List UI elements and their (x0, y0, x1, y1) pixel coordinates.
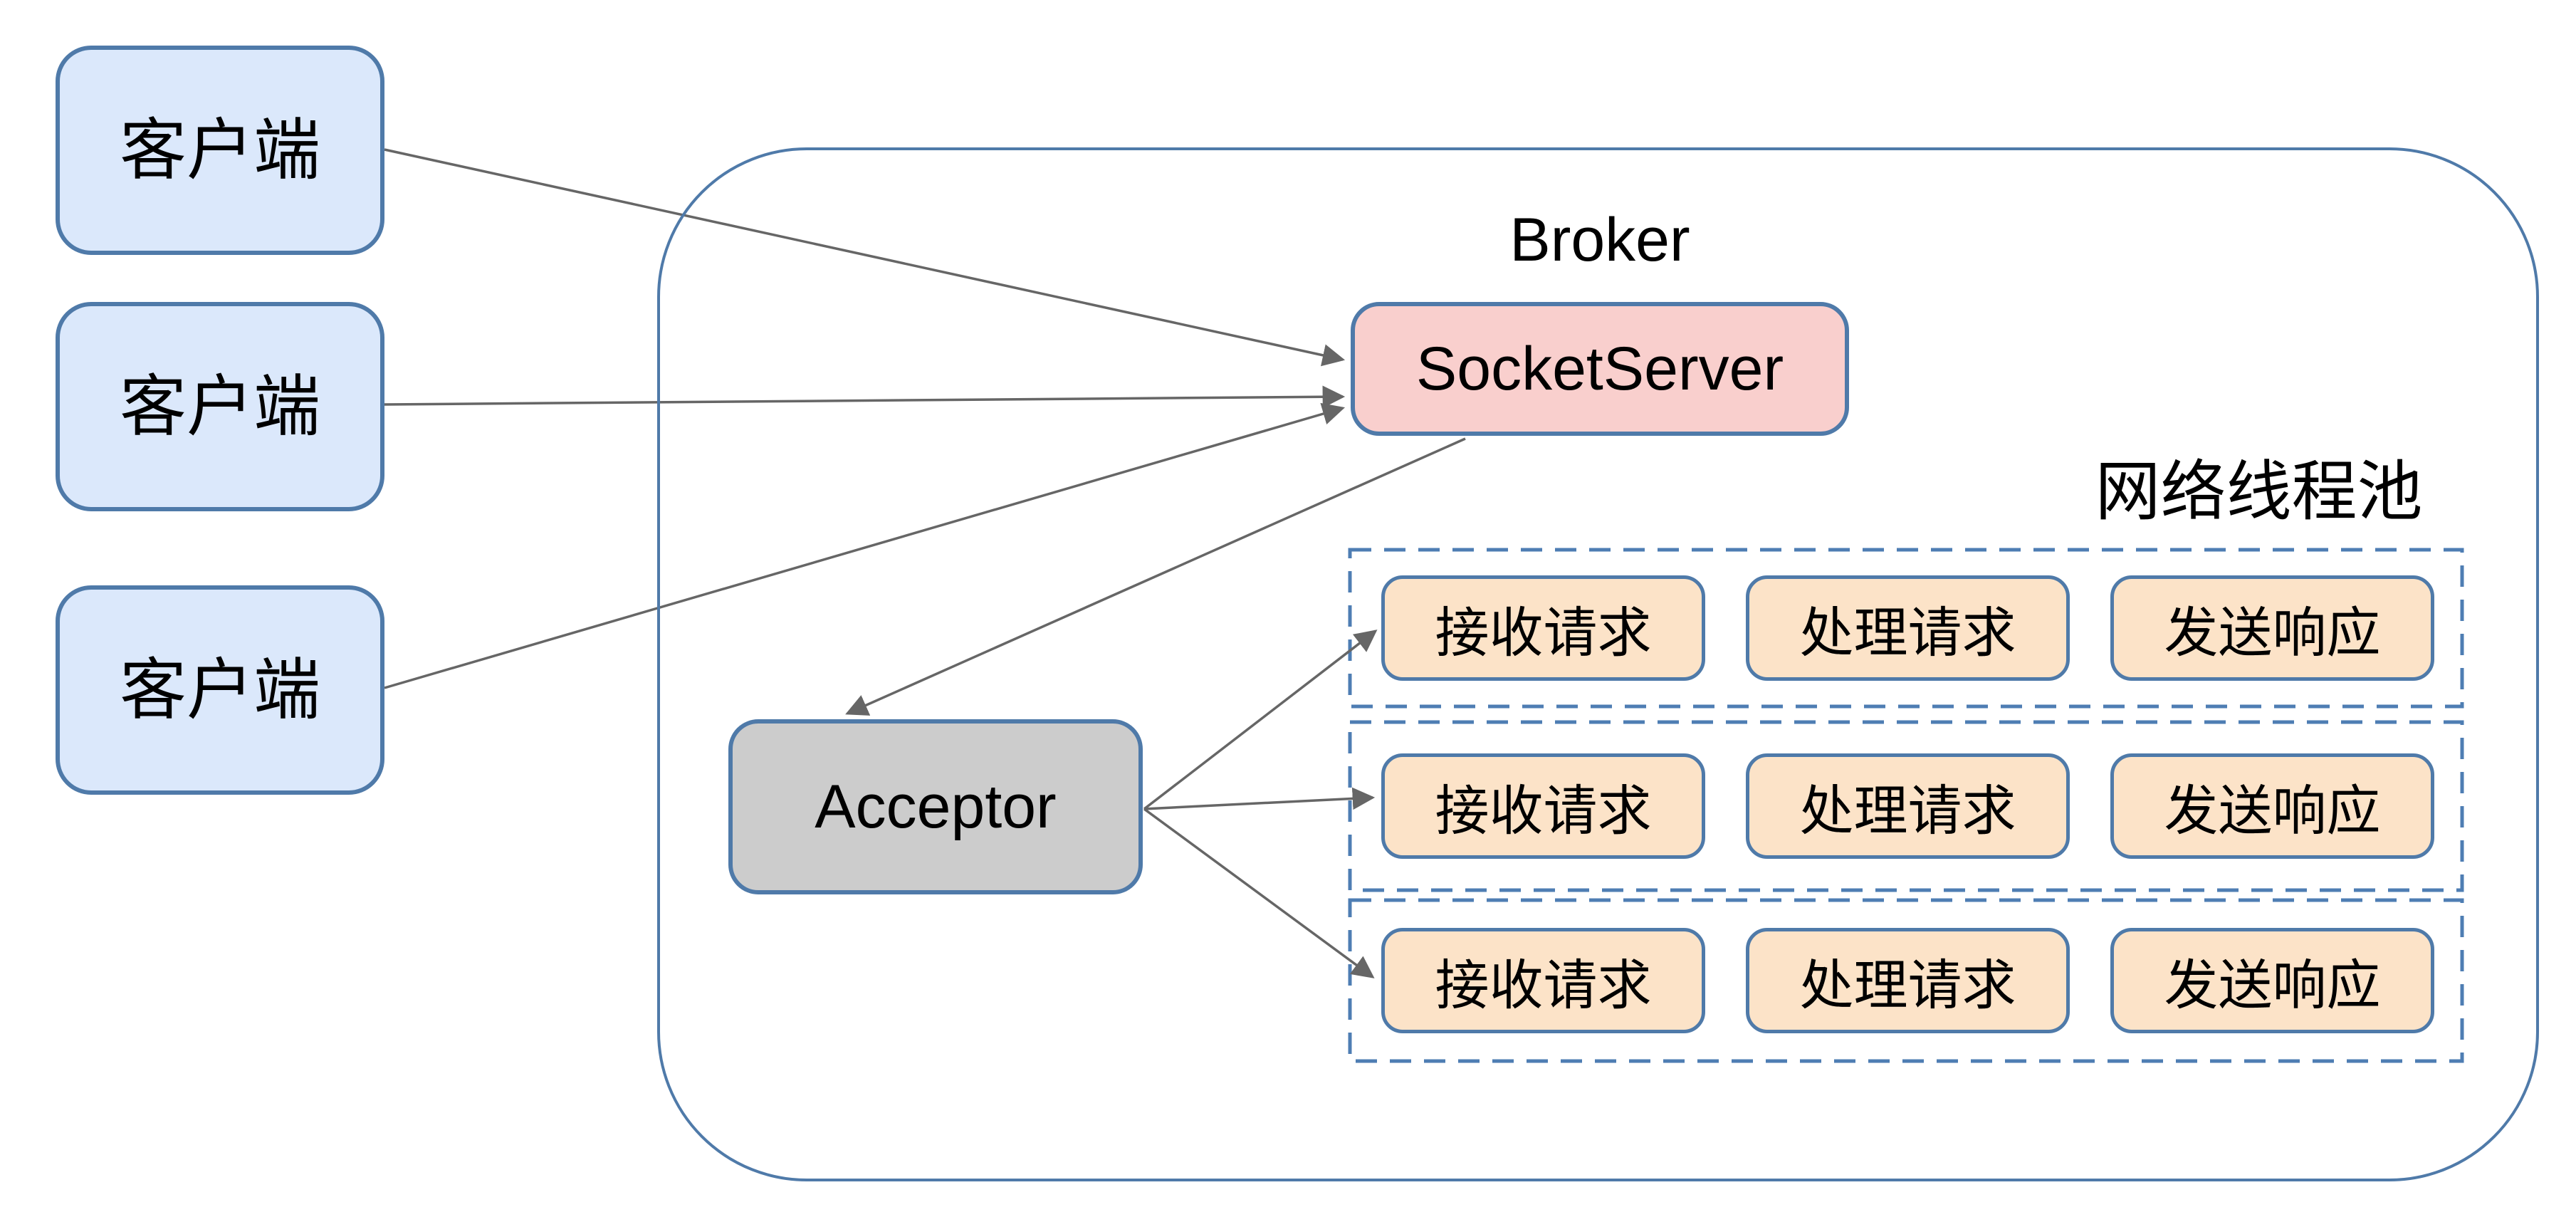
broker-title: Broker (1509, 205, 1690, 274)
step-node-receive-request: 接收请求 (1381, 928, 1705, 1033)
broker-container (657, 147, 2539, 1181)
thread-pool-title: 网络线程池 (2095, 455, 2423, 528)
thread-pool-row-1: 接收请求 处理请求 发送响应 (1350, 550, 2462, 706)
thread-pool-row-2: 接收请求 处理请求 发送响应 (1350, 722, 2462, 890)
step-node-receive-request: 接收请求 (1381, 753, 1705, 859)
step-node-send-response: 发送响应 (2110, 928, 2434, 1033)
step-node-send-response: 发送响应 (2110, 575, 2434, 681)
step-node-process-request: 处理请求 (1746, 575, 2070, 681)
client-node-2: 客户端 (56, 302, 384, 511)
step-node-receive-request: 接收请求 (1381, 575, 1705, 681)
step-node-send-response: 发送响应 (2110, 753, 2434, 859)
socketserver-node: SocketServer (1351, 302, 1849, 436)
client-node-3: 客户端 (56, 585, 384, 795)
acceptor-node: Acceptor (728, 719, 1143, 894)
step-node-process-request: 处理请求 (1746, 753, 2070, 859)
step-node-process-request: 处理请求 (1746, 928, 2070, 1033)
thread-pool-row-3: 接收请求 处理请求 发送响应 (1350, 900, 2462, 1061)
client-node-1: 客户端 (56, 46, 384, 255)
